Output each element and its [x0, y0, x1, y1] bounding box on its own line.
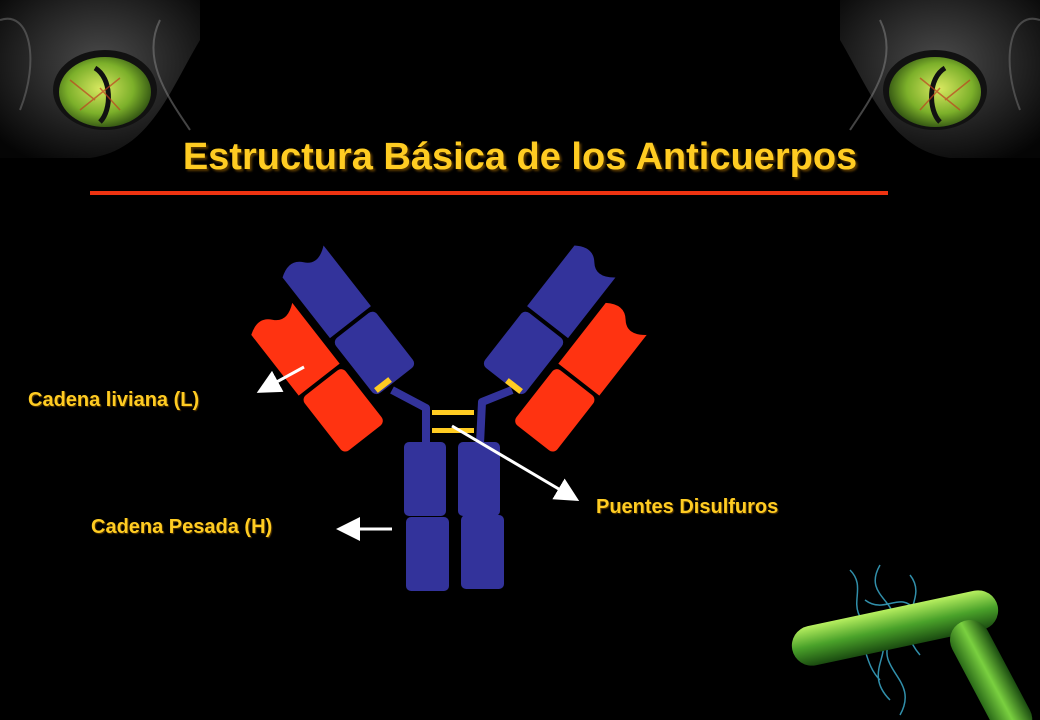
disulfide-bond-left-arm: [374, 377, 392, 393]
hinge-left: [390, 386, 430, 444]
left-arm: [251, 245, 415, 452]
disulfide-bonds-hinge: [432, 410, 474, 433]
title-underline: [90, 191, 888, 195]
heavy-chain-ch1-left: [334, 311, 415, 395]
light-chain-vl-left: [251, 302, 340, 396]
disulfide-bond-right-arm: [505, 378, 523, 394]
disulfide-label: Puentes Disulfuros: [596, 496, 779, 518]
heavy-chain-stem-right: [458, 442, 504, 589]
heavy-chain-vh-right: [527, 245, 616, 339]
hinge-right: [476, 386, 514, 445]
heavy-chain-vh-left: [282, 245, 371, 339]
light-chain-arrow: [256, 365, 305, 393]
heavy-chain-label: Cadena Pesada (H): [91, 516, 273, 538]
light-chain-label: Cadena liviana (L): [28, 389, 200, 411]
cat-eye-left-image: [0, 0, 200, 158]
heavy-chain-ch1-right: [483, 311, 564, 395]
light-chain-cl-right: [515, 369, 595, 452]
bacteria-image: [791, 564, 1033, 720]
right-arm: [483, 245, 647, 452]
light-chain-cl-left: [303, 369, 383, 452]
heavy-chain-stem-left: [404, 442, 449, 591]
light-chain-vl-right: [558, 302, 647, 396]
cat-eye-right-image: [840, 0, 1040, 158]
disulfide-arrow: [451, 424, 580, 502]
slide-title: Estructura Básica de los Anticuerpos: [182, 136, 858, 178]
